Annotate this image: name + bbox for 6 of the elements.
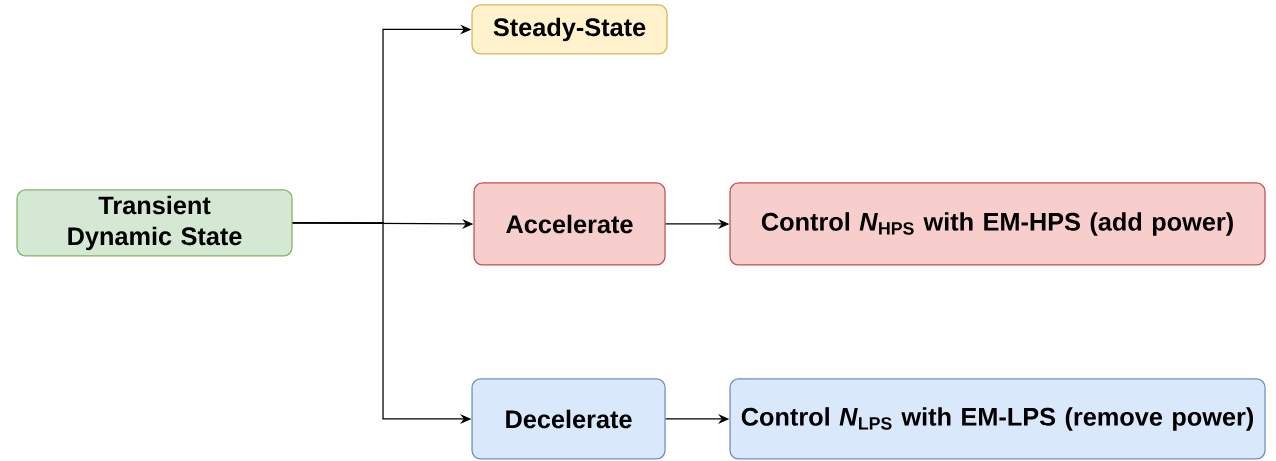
action-box: Control N$_{LPS}$ with EM-LPS (remove power) xyxy=(729,378,1266,460)
state-box: Decelerate xyxy=(471,378,666,460)
state-box: Transient Dynamic State xyxy=(16,189,293,257)
state-box: Steady-State xyxy=(471,4,668,55)
action-box: Control N$_{HPS}$ with EM-HPS (add power) xyxy=(729,182,1266,266)
state-box: Accelerate xyxy=(473,182,666,266)
